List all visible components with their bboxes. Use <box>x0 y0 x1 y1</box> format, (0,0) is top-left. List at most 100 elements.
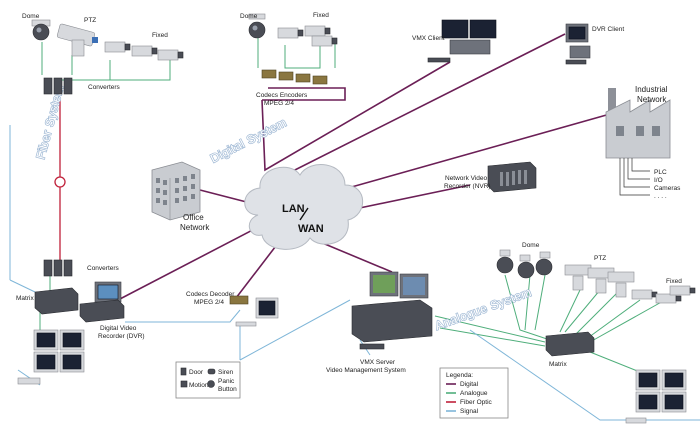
converter-icon <box>53 77 63 95</box>
keyboard-icon <box>625 417 647 424</box>
dvr-icon <box>79 299 125 323</box>
fiber-system-label: Fiber System <box>33 83 66 161</box>
ptz-camera-icon <box>564 264 592 276</box>
vmx-server <box>351 271 433 350</box>
dome-camera-mid <box>248 13 266 39</box>
keyboard-icon <box>17 377 41 385</box>
monitor-icon <box>441 19 469 39</box>
vmx-server-label-2: Video Management System <box>326 367 406 374</box>
matrix-icon <box>545 331 595 357</box>
encoder-icon <box>261 69 277 79</box>
converter-icon <box>63 259 73 277</box>
lan-wan-slash <box>299 207 309 221</box>
lan-wan-cloud <box>244 164 364 250</box>
keyboard-icon <box>235 321 257 327</box>
digital-system-label: Digital System <box>208 115 289 165</box>
signal-links <box>9 125 700 421</box>
encoder-icon <box>295 73 311 83</box>
motion-label: Motion <box>189 382 209 389</box>
fixed-camera-icon <box>277 27 299 39</box>
keyboard-icon <box>359 343 385 350</box>
monitor-icon <box>469 19 497 39</box>
plc-label: PLC <box>654 169 667 176</box>
office-building <box>151 161 201 221</box>
cameras-label: Cameras <box>654 185 681 192</box>
vmx-client <box>427 19 497 63</box>
fixed-cameras-top <box>104 41 184 61</box>
link-decoder <box>235 237 283 299</box>
dome-camera-icon <box>248 21 266 39</box>
link-right-matrix-monitors <box>589 351 641 373</box>
nvr-label-1: Network Video <box>445 175 488 182</box>
codecs-encoders-label-1: Codecs Encoders <box>256 92 308 99</box>
converter-icon <box>63 77 73 95</box>
fixed-camera-icon <box>157 49 179 61</box>
matrix-left-label: Matrix <box>16 295 34 302</box>
fixed-cameras-right <box>631 285 696 304</box>
converter-icon <box>43 259 53 277</box>
link-signal-bottom <box>125 309 241 323</box>
link-signal-left <box>9 125 36 293</box>
codecs-decoder-label-1: Codecs Decoder <box>186 291 235 298</box>
link-industrial <box>347 113 611 189</box>
link-encoders-cloud <box>262 87 346 101</box>
server-icon <box>351 299 433 343</box>
siren-label: Siren <box>218 369 234 376</box>
office-label-2: Network <box>180 223 210 232</box>
dome-right-label: Dome <box>522 242 540 249</box>
encoder-icon <box>312 75 328 85</box>
alarm-box <box>175 361 241 399</box>
fiber-links <box>54 100 66 260</box>
matrix-right <box>545 331 595 357</box>
link-nvr <box>349 184 471 211</box>
office-label-1: Office <box>183 213 204 222</box>
ptz-camera-top <box>56 23 98 57</box>
io-label: I/O <box>654 177 663 184</box>
codecs-encoders-label-2: MPEG 2/4 <box>264 100 294 107</box>
dvr-device <box>79 281 125 323</box>
fiber-coil-icon <box>54 176 66 188</box>
panic-label-2: Button <box>218 386 237 393</box>
monitor-wall-left <box>17 329 85 385</box>
dvr-label-1: Digital Video <box>100 325 137 332</box>
chimney-icon <box>608 88 616 112</box>
cloud-icon <box>244 164 364 250</box>
nvr-label-2: Recorder (NVR) <box>444 183 491 190</box>
converters-bottom-label: Converters <box>87 265 120 272</box>
dome-camera-icon <box>32 23 50 41</box>
dome-camera-icon <box>496 256 514 274</box>
door-label: Door <box>189 369 204 376</box>
ptz-camera-icon <box>607 271 635 283</box>
link-analogue-system <box>434 315 546 347</box>
door-icon <box>180 367 187 376</box>
fixed-cameras-mid <box>277 25 338 47</box>
decoder-icon <box>229 295 249 305</box>
converter-icon <box>43 77 53 95</box>
matrix-left <box>34 287 79 315</box>
link-mid-cams <box>257 38 336 69</box>
fixed-right-label: Fixed <box>666 278 682 285</box>
dvr-label-2: Recorder (DVR) <box>98 333 145 340</box>
vmx-client-label: VMX Client <box>412 35 445 42</box>
link-digital-system-2 <box>274 33 566 181</box>
converters-top <box>43 77 73 95</box>
dots-label: . . . . <box>654 193 667 200</box>
siren-icon <box>207 368 216 375</box>
industrial-network <box>605 88 671 196</box>
dome-camera-icon <box>535 258 553 276</box>
link-vmx-server <box>319 241 393 273</box>
motion-icon <box>180 380 188 388</box>
analogue-links <box>39 38 666 373</box>
dome-cameras-right <box>496 249 553 279</box>
link-top-fixed <box>110 60 171 81</box>
fixed-camera-icon <box>669 285 691 296</box>
pc-tower-icon <box>449 39 491 55</box>
dome-top-label: Dome <box>22 13 40 20</box>
fixed-camera-icon <box>631 289 653 300</box>
link-dvr <box>117 221 269 301</box>
industrial-label-2: Network <box>637 95 667 104</box>
panic-button-icon <box>207 380 215 388</box>
